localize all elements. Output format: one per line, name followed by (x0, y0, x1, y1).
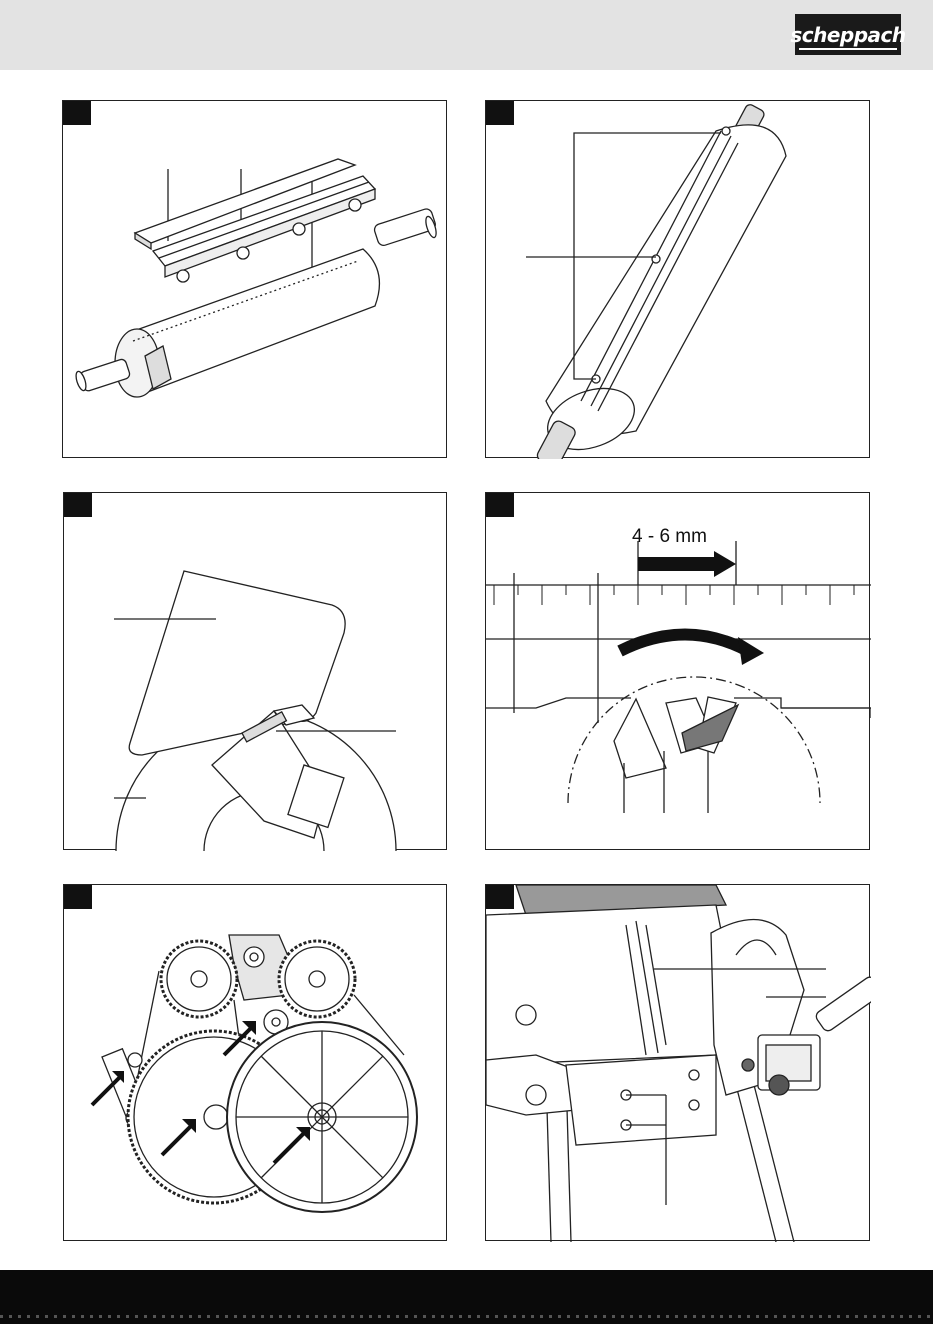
motor-housing-drawing (486, 885, 871, 1242)
brand-logo: scheppach (795, 14, 901, 55)
figure-panel-6 (485, 884, 870, 1241)
header-bar: scheppach (0, 0, 933, 70)
belt-drive-drawing (64, 885, 448, 1242)
footer-dotted-rule (0, 1315, 933, 1318)
figure-panel-3 (63, 492, 447, 850)
figure-panel-1 (62, 100, 447, 458)
blade-gauge-drawing (64, 493, 448, 851)
brand-name: scheppach (790, 23, 905, 47)
figure-panel-5 (63, 884, 447, 1241)
figure-panel-4: 4 - 6 mm (485, 492, 870, 850)
blade-height-drawing (486, 493, 871, 851)
figure-panel-2 (485, 100, 870, 458)
footer-bar (0, 1270, 933, 1324)
cutter-block-exploded-drawing (63, 101, 448, 459)
cutter-block-assembled-drawing (486, 101, 871, 459)
